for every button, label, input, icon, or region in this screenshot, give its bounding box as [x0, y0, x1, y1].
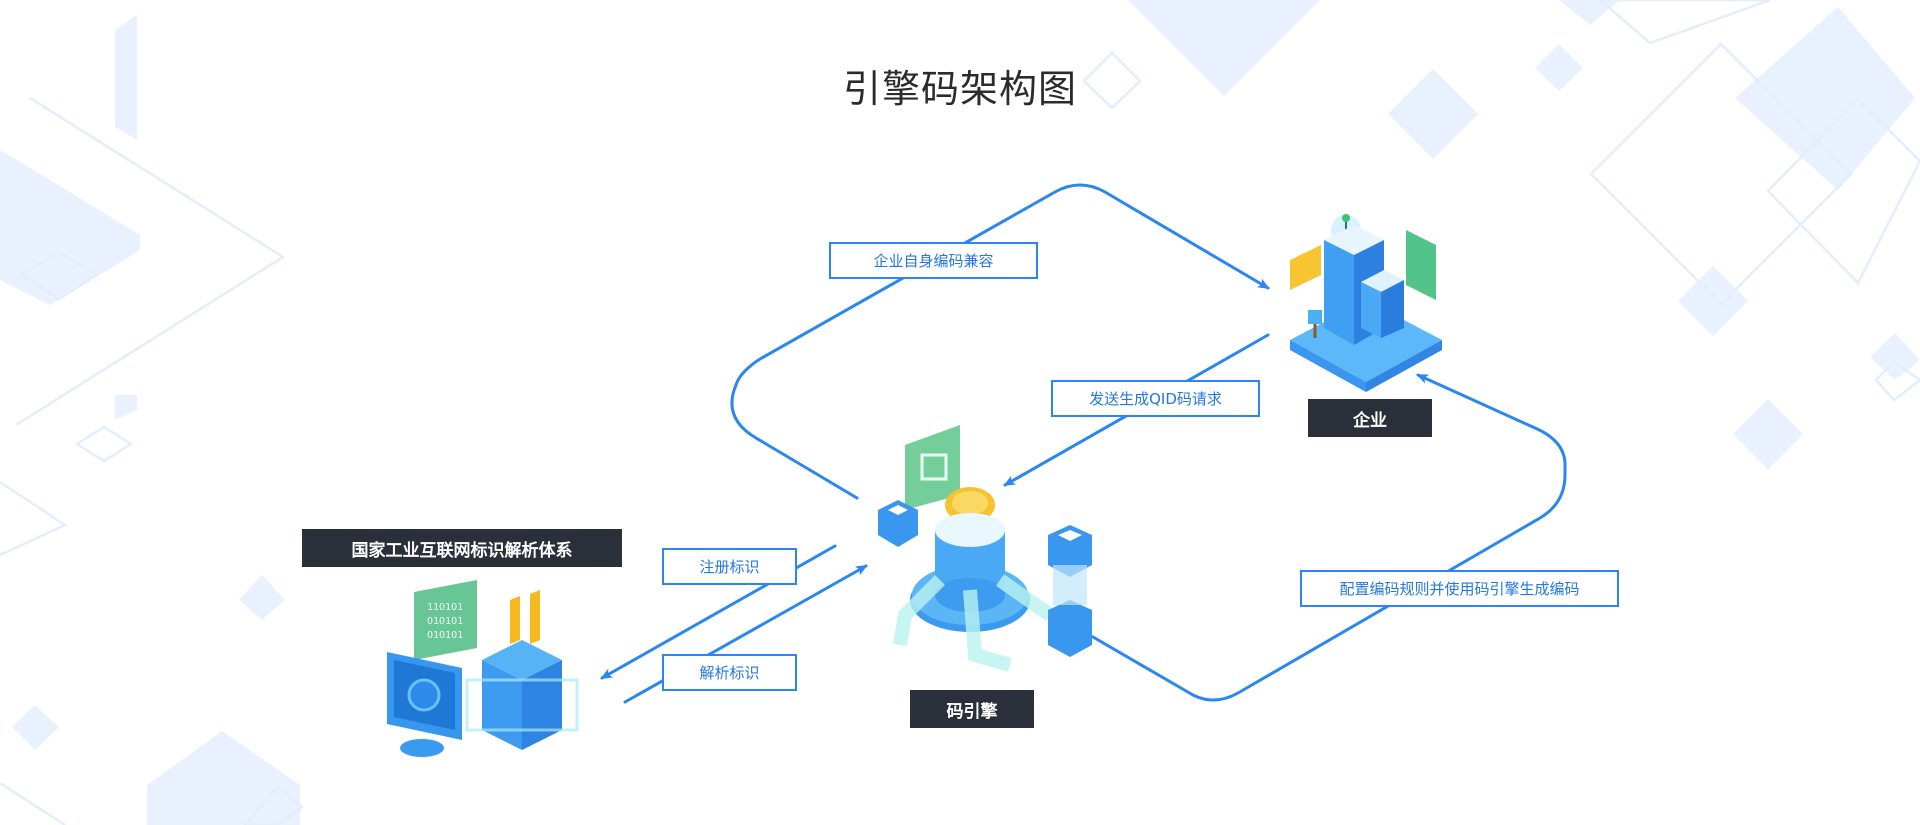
decor-diamond — [1559, 0, 1620, 25]
monitor-server-icon: 11O1O1 O1O1O1 O1O1O1 — [387, 580, 579, 757]
binary-text: O1O1O1 — [427, 630, 463, 641]
decor-diamond — [1733, 399, 1803, 469]
binary-text: 11O1O1 — [427, 602, 463, 613]
edge-label-register: 注册标识 — [662, 548, 797, 585]
decor-diamond — [147, 731, 300, 825]
decor-diamond — [1735, 7, 1915, 190]
decor-diamond-outline — [74, 425, 134, 463]
decor-diamond-outline — [1589, 42, 1853, 306]
decor-strip — [115, 15, 137, 140]
decor-strip — [115, 395, 137, 420]
arrow-compat — [730, 183, 1270, 500]
edge-label-send-request: 发送生成QID码请求 — [1051, 380, 1260, 417]
arrow-configure — [1091, 373, 1567, 702]
decor-diamond — [12, 705, 59, 750]
node-label-national-system: 国家工业互联网标识解析体系 — [302, 529, 622, 567]
decor-diamond-outline — [1082, 51, 1142, 110]
decor-diamond-outline — [243, 785, 305, 825]
decor-diamond — [1535, 44, 1583, 91]
decor-diamond — [1388, 69, 1478, 159]
decor-diamond-outline — [1598, 0, 1771, 45]
edge-label-compat: 企业自身编码兼容 — [829, 242, 1038, 279]
edge-label-resolve: 解析标识 — [662, 654, 797, 691]
decor-diamond — [1678, 266, 1748, 336]
decor-line — [0, 480, 68, 557]
office-building-icon — [1290, 214, 1442, 392]
decor-triangle — [1128, 0, 1320, 96]
decor-diamond — [1870, 333, 1920, 380]
node-label-code-engine: 码引擎 — [910, 690, 1034, 728]
edge-label-configure: 配置编码规则并使用码引擎生成编码 — [1300, 570, 1619, 607]
binary-text: O1O1O1 — [427, 616, 463, 627]
decor-diamond-outline — [18, 250, 100, 301]
engine-hub-icon — [878, 425, 1092, 672]
decor-line — [15, 96, 286, 427]
page-title: 引擎码架构图 — [842, 67, 1077, 111]
decor-diamond — [239, 575, 285, 620]
decor-line — [0, 781, 66, 825]
decor-diamond-outline — [1874, 360, 1920, 402]
decor-diamond-outline — [1766, 97, 1920, 286]
node-label-enterprise: 企业 — [1308, 399, 1432, 437]
